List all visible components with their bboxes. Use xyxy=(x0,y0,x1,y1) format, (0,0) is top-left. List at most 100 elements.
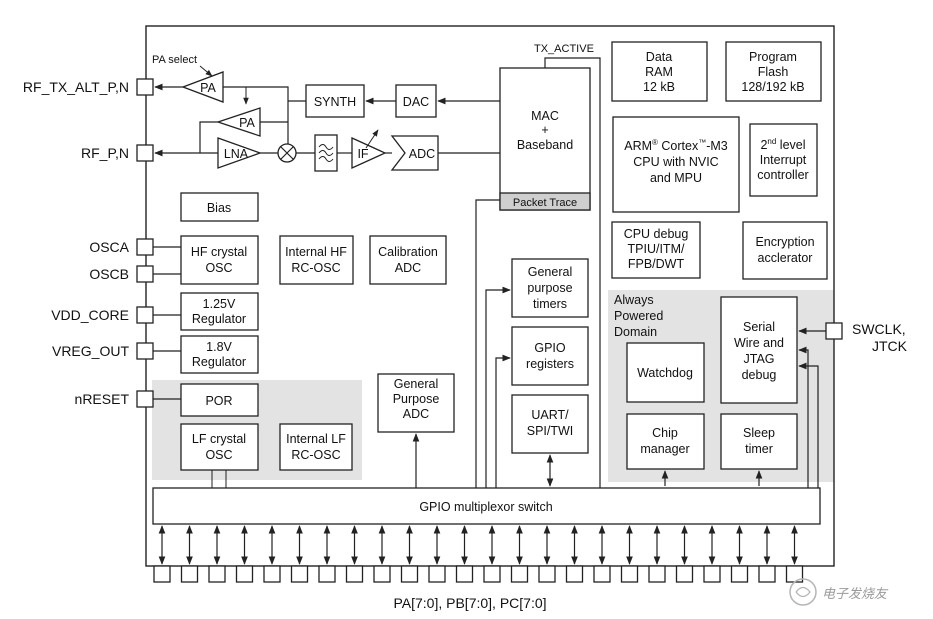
pin-rf-p xyxy=(136,144,154,162)
program-flash-1: Program xyxy=(749,50,797,64)
pin-vdd-core xyxy=(136,306,154,324)
serial-wire-2: Wire and xyxy=(734,336,784,350)
always-powered-1: Always xyxy=(614,293,654,307)
calibration-1: Calibration xyxy=(378,245,438,259)
interrupt-line-3: controller xyxy=(757,168,808,182)
lf-crystal-osc xyxy=(180,423,259,471)
wire-pa-top xyxy=(223,86,289,122)
gp-adc-2: Purpose xyxy=(393,392,440,406)
serial-wire-jtag xyxy=(720,296,798,404)
gpio-pin xyxy=(345,565,364,583)
filter-symbol xyxy=(318,144,334,162)
sleep-timer-1: Sleep xyxy=(743,426,775,440)
cpu-debug xyxy=(611,221,701,279)
pin-vreg-out xyxy=(136,342,154,360)
arm-line-2: CPU with NVIC xyxy=(633,155,718,169)
general-purpose-timers xyxy=(511,258,589,318)
serial-wire-1: Serial xyxy=(743,320,775,334)
if-amp xyxy=(351,136,387,170)
mac-baseband xyxy=(499,67,591,211)
wire-tx-active xyxy=(590,57,601,488)
interrupt-line-2: Interrupt xyxy=(760,153,807,167)
cpu-debug-2: TPIU/ITM/ xyxy=(628,242,685,256)
dac-label: DAC xyxy=(403,95,429,109)
chip-manager xyxy=(626,413,705,470)
wire-osc-pins xyxy=(153,246,181,275)
bias xyxy=(180,192,259,222)
gpio-pin xyxy=(455,565,474,583)
internal-lf-1: Internal LF xyxy=(286,432,346,446)
watchdog xyxy=(626,342,705,403)
cpu-debug-3: FPB/DWT xyxy=(628,257,685,271)
chip-manager-2: manager xyxy=(640,442,689,456)
reg125-1: 1.25V xyxy=(203,297,236,311)
label-nreset: nRESET xyxy=(75,391,130,407)
gpio-pin-row xyxy=(153,525,804,583)
serial-wire-3: JTAG xyxy=(743,352,774,366)
arm-line-1: ARM® Cortex™-M3 xyxy=(624,138,728,153)
rf-adc xyxy=(390,135,439,171)
bus-arrows xyxy=(475,478,497,488)
label-tx-active: TX_ACTIVE xyxy=(534,43,594,55)
calibration-2: ADC xyxy=(395,261,421,275)
internal-hf-rc-osc xyxy=(279,235,354,285)
arm-cortex-m3 xyxy=(612,116,740,213)
reg125-2: Regulator xyxy=(192,312,246,326)
watermark: 电子发烧友 xyxy=(789,578,889,606)
watermark-logo-mark xyxy=(795,586,811,598)
reg18-2: Regulator xyxy=(192,355,246,369)
pin-nreset xyxy=(136,390,154,408)
lf-crystal-1: LF crystal xyxy=(192,432,246,446)
gpio-pin xyxy=(235,565,254,583)
wire-timers xyxy=(485,286,511,488)
gpio-pin xyxy=(620,565,639,583)
mac-line-1: MAC xyxy=(531,109,559,123)
calibration-adc xyxy=(369,235,447,285)
pin-osca xyxy=(136,238,154,256)
gpio-pin xyxy=(263,565,281,583)
gp-adc-3: ADC xyxy=(403,407,429,421)
synth-label: SYNTH xyxy=(314,95,356,109)
wire-jtag-mux-1 xyxy=(798,346,809,488)
rf-adc-label: ADC xyxy=(409,147,435,161)
gpio-pin xyxy=(593,565,611,583)
encryption-1: Encryption xyxy=(755,235,814,249)
wire-lf-crystal xyxy=(211,470,227,488)
gpio-pin xyxy=(400,565,419,583)
gpio-pin xyxy=(758,565,776,583)
serial-wire-4: debug xyxy=(742,368,777,382)
gpio-pin xyxy=(318,565,336,583)
pa-tx-alt-label: PA xyxy=(200,81,216,95)
label-vreg-out: VREG_OUT xyxy=(52,343,129,359)
if-amp-label: IF xyxy=(357,147,368,161)
gpio-pin xyxy=(703,565,721,583)
gpio-pin xyxy=(180,565,199,583)
gpio-pin xyxy=(290,565,309,583)
pin-swclk xyxy=(825,322,843,340)
gpio-pin xyxy=(208,565,226,583)
gpio-pin xyxy=(510,565,529,583)
mixer-cross xyxy=(280,146,294,160)
uart-1: UART/ xyxy=(531,408,569,422)
gpio-registers xyxy=(511,326,589,386)
gpio-pin xyxy=(675,565,694,583)
por-label: POR xyxy=(205,394,232,408)
gpio-pin xyxy=(648,565,666,583)
packet-trace-label: Packet Trace xyxy=(513,197,577,209)
gpio-mux-label: GPIO multiplexor switch xyxy=(419,500,552,514)
port-label: PA[7:0], PB[7:0], PC[7:0] xyxy=(393,595,546,611)
packet-trace xyxy=(499,192,591,211)
label-oscb: OSCB xyxy=(89,266,129,282)
por xyxy=(180,383,259,417)
arm-line-3: and MPU xyxy=(650,171,702,185)
cpu-debug-1: CPU debug xyxy=(624,227,689,241)
interrupt-controller xyxy=(749,123,818,197)
label-rf-p: RF_P,N xyxy=(81,145,129,161)
label-osca: OSCA xyxy=(89,239,129,255)
gpio-pin xyxy=(483,565,501,583)
lna-label: LNA xyxy=(224,147,249,161)
general-purpose-adc xyxy=(377,373,455,433)
timers-2: purpose xyxy=(527,281,572,295)
gpio-pin xyxy=(153,565,171,583)
hf-crystal-osc xyxy=(180,235,259,285)
